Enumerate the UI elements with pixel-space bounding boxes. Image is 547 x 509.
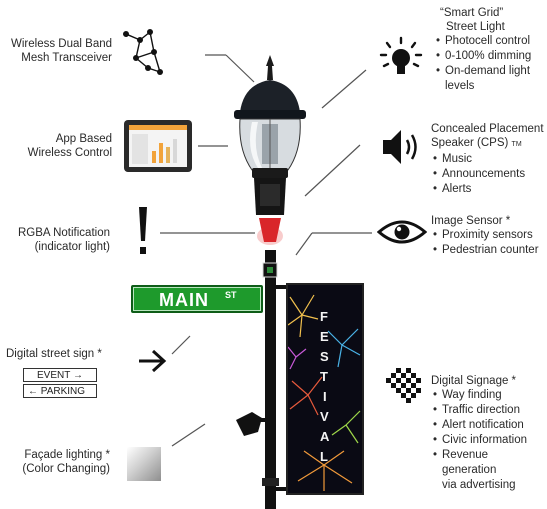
label-rgba: RGBA Notification (indicator light) <box>2 226 110 254</box>
street-sign-name: MAIN <box>159 290 209 310</box>
lamp-pole <box>265 250 276 509</box>
image-sensor-bullet: Pedestrian counter <box>433 243 545 258</box>
leader-transceiver-diag <box>225 54 255 83</box>
lamp-dome <box>240 80 300 112</box>
signage-bullet: Civic information <box>433 433 545 448</box>
right-arrow-icon <box>139 349 167 373</box>
pixel-grid-icon <box>386 368 421 403</box>
banner-letter: F <box>320 309 328 324</box>
label-rgba-line2: (indicator light) <box>34 241 110 253</box>
tablet-app-icon <box>124 120 192 172</box>
eye-icon <box>377 220 427 244</box>
label-transceiver: Wireless Dual Band Mesh Transceiver <box>2 37 112 65</box>
banner-arm-bottom <box>276 487 288 491</box>
image-sensor-title: Image Sensor * <box>431 215 511 227</box>
parking-arrow-icon: ← <box>28 386 38 397</box>
banner-letter: E <box>320 329 329 344</box>
smart-grid-title-1: “Smart Grid” <box>440 7 504 19</box>
speaker-bullet: Announcements <box>433 167 545 182</box>
speaker-block: Concealed Placement Speaker (CPS) TM Mus… <box>431 122 545 197</box>
image-sensor-bullets: Proximity sensors Pedestrian counter <box>433 228 545 258</box>
mesh-network-icon <box>123 29 163 75</box>
speaker-icon <box>383 130 417 164</box>
label-facade-line2: (Color Changing) <box>22 463 110 475</box>
smart-grid-bullet-cont: levels <box>445 80 475 92</box>
smart-grid-bullet: Photocell control <box>436 34 544 49</box>
parking-sign: ← PARKING <box>23 384 97 398</box>
signage-bullet: Way finding <box>433 388 545 403</box>
lamp-rim <box>234 110 306 119</box>
label-facade: Façade lighting * (Color Changing) <box>2 448 110 476</box>
event-sign-text: EVENT <box>37 370 71 381</box>
signage-bullet: Traffic direction <box>433 403 545 418</box>
festival-banner: F E S T I V A L <box>286 283 364 495</box>
label-facade-line1: Façade lighting * <box>24 449 110 461</box>
speaker-bullet: Alerts <box>433 182 545 197</box>
banner-arm-top <box>276 285 288 289</box>
light-bulb-icon <box>379 36 423 74</box>
smart-grid-bullet: On-demand light <box>436 64 544 79</box>
label-transceiver-line1: Wireless Dual Band <box>11 38 112 50</box>
speaker-tm: TM <box>511 141 522 148</box>
banner-letter: V <box>320 409 329 424</box>
event-arrow-icon: → <box>72 370 83 381</box>
parking-sign-text: PARKING <box>40 386 86 397</box>
color-gradient-icon <box>127 447 161 481</box>
leader-smartgrid <box>321 69 367 109</box>
banner-letter: T <box>320 369 328 384</box>
pole-base-collar <box>262 478 279 486</box>
rgba-indicator <box>259 218 281 242</box>
speaker-bullets: Music Announcements Alerts <box>433 152 545 197</box>
banner-letter: I <box>323 389 327 404</box>
event-sign: EVENT → <box>23 368 97 382</box>
banner-letter: L <box>320 449 328 464</box>
smart-grid-bullets: Photocell control 0-100% dimming On-dema… <box>436 34 544 94</box>
image-sensor-bullet: Proximity sensors <box>433 228 545 243</box>
exclamation-icon <box>139 207 147 254</box>
smart-grid-bullet: 0-100% dimming <box>436 49 544 64</box>
leader-sign <box>171 335 191 355</box>
leader-speaker <box>304 144 361 197</box>
speaker-bullet: Music <box>433 152 545 167</box>
label-app-line2: Wireless Control <box>27 147 112 159</box>
smart-grid-title-2: Street Light <box>446 21 505 33</box>
signage-bullet-cont: via advertising <box>442 479 516 491</box>
leader-sensor <box>295 232 313 256</box>
facade-light-fixture <box>236 412 262 436</box>
street-sign-suffix: ST <box>225 290 237 300</box>
image-sensor-block: Image Sensor * Proximity sensors Pedestr… <box>431 214 545 258</box>
label-digital-sign: Digital street sign * <box>6 348 102 360</box>
lamp-collar <box>252 168 288 178</box>
signage-bullets: Way finding Traffic direction Alert noti… <box>433 388 545 493</box>
lamp-globe-shade <box>250 122 262 168</box>
main-street-sign: MAIN ST <box>131 285 263 313</box>
signage-bullet: Revenue generation <box>433 448 545 478</box>
lamp-finial <box>266 55 274 80</box>
banner-letter: S <box>320 349 329 364</box>
speaker-title-2: Speaker (CPS) <box>431 137 509 149</box>
label-rgba-line1: RGBA Notification <box>17 227 110 239</box>
label-transceiver-line2: Mesh Transceiver <box>21 52 112 64</box>
signage-block: Digital Signage * Way finding Traffic di… <box>431 374 545 493</box>
signage-title: Digital Signage * <box>431 375 517 387</box>
label-app-control: App Based Wireless Control <box>2 132 112 160</box>
leader-facade <box>171 423 206 447</box>
speaker-vent <box>260 184 280 206</box>
label-app-line1: App Based <box>55 133 112 145</box>
banner-letter: A <box>320 429 330 444</box>
smart-grid-block: “Smart Grid” Street Light Photocell cont… <box>432 6 544 94</box>
fireworks-art <box>288 294 361 491</box>
speaker-title-1: Concealed Placement <box>431 123 544 135</box>
signage-bullet: Alert notification <box>433 418 545 433</box>
